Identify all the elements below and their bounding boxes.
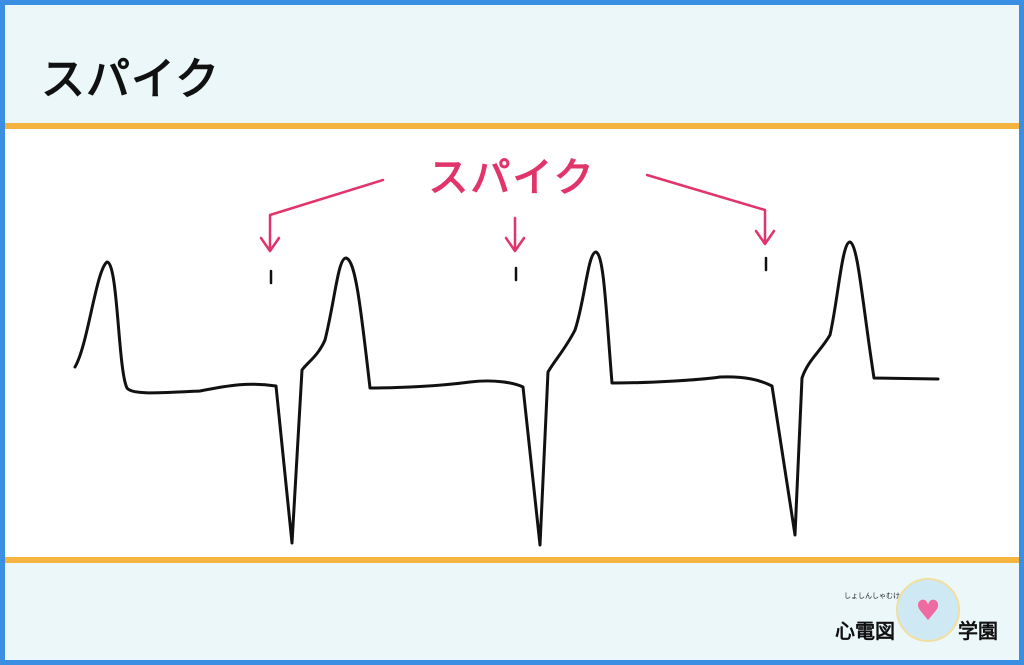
heart-icon: ♥: [896, 578, 960, 642]
logo-text-left: 心電図: [835, 619, 895, 643]
spike-label: スパイク: [428, 155, 596, 201]
logo-ruby: しょしんしゃむけ: [844, 592, 900, 600]
footer: [5, 563, 1019, 660]
page-title: スパイク: [41, 54, 221, 105]
top-divider: [5, 123, 1019, 129]
arrow-right: [645, 173, 776, 246]
bottom-divider: [5, 557, 1019, 563]
logo-text-right: 学園: [958, 619, 998, 643]
arrow-left: [259, 178, 385, 253]
ecg-trace: [73, 240, 940, 547]
arrow-middle: [504, 216, 526, 253]
logo: しょしんしゃむけ 心電図 ♥ 学園: [830, 575, 1015, 650]
header: スパイク: [5, 5, 1019, 123]
